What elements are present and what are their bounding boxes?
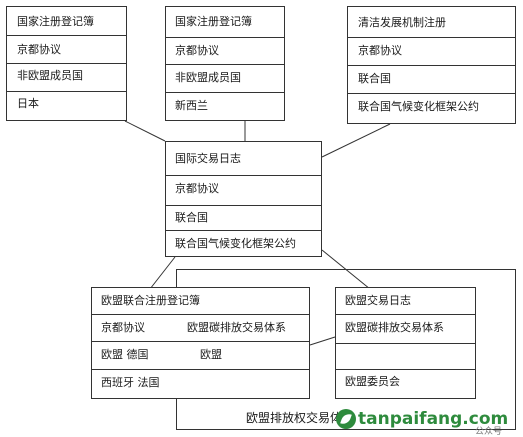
- divider: [336, 343, 475, 344]
- leaf-logo-icon: [336, 409, 356, 429]
- divider: [7, 91, 126, 92]
- connector-cdm-itl: [321, 123, 391, 158]
- national-registry-box-2: 国家注册登记簿 京都协议 非欧盟成员国 新西兰: [165, 6, 285, 121]
- divider: [336, 314, 475, 315]
- divider: [166, 92, 284, 93]
- national-registry-box-1: 国家注册登记簿 京都协议 非欧盟成员国 日本: [6, 6, 127, 121]
- divider: [92, 314, 309, 315]
- divider: [92, 341, 309, 342]
- national-registry-1-row-3: 日本: [17, 97, 39, 110]
- eu-registry-left-row-1: 京都协议: [101, 321, 145, 334]
- itl-row-2: 联合国: [175, 211, 208, 224]
- eu-registry-left-row-2: 欧盟 德国: [101, 348, 149, 361]
- cdm-registry-row-3: 联合国气候变化框架公约: [358, 100, 479, 113]
- divider: [348, 37, 515, 38]
- divider: [166, 230, 321, 231]
- cdm-registry-box: 清洁发展机制注册 京都协议 联合国 联合国气候变化框架公约: [347, 6, 516, 124]
- divider: [92, 369, 309, 370]
- divider: [166, 37, 284, 38]
- national-registry-2-row-1: 京都协议: [175, 44, 219, 57]
- eu-registry-title: 欧盟联合注册登记簿: [101, 294, 200, 307]
- eu-registry-right-row-2: 欧盟: [200, 348, 222, 361]
- eutl-row-1: 欧盟碳排放交易体系: [345, 321, 444, 334]
- itl-row-1: 京都协议: [175, 182, 219, 195]
- small-logo-text: 公众号: [475, 427, 503, 437]
- national-registry-2-row-2: 非欧盟成员国: [175, 71, 241, 84]
- eu-ets-label: 欧盟排放权交易体系: [246, 411, 355, 425]
- divider: [348, 65, 515, 66]
- national-registry-1-row-1: 京都协议: [17, 43, 61, 56]
- cdm-registry-row-1: 京都协议: [358, 44, 402, 57]
- national-registry-2-title: 国家注册登记簿: [175, 15, 252, 28]
- divider: [336, 369, 475, 370]
- itl-box: 国际交易日志 京都协议 联合国 联合国气候变化框架公约: [165, 141, 322, 257]
- eu-registry-left-row-3: 西班牙 法国: [101, 376, 160, 389]
- connector-euregistry-eutl: [309, 336, 336, 346]
- eutl-box: 欧盟交易日志 欧盟碳排放交易体系 欧盟委员会: [335, 287, 476, 399]
- itl-title: 国际交易日志: [175, 152, 241, 165]
- cdm-registry-title: 清洁发展机制注册: [358, 16, 446, 29]
- eutl-title: 欧盟交易日志: [345, 294, 411, 307]
- divider: [7, 35, 126, 36]
- divider: [166, 175, 321, 176]
- connector-registry1-itl: [124, 120, 166, 142]
- eutl-row-3: 欧盟委员会: [345, 375, 400, 388]
- divider: [7, 63, 126, 64]
- eu-registry-box: 欧盟联合注册登记簿 京都协议 欧盟碳排放交易体系 欧盟 德国 欧盟 西班牙 法国: [91, 287, 310, 399]
- cdm-registry-row-2: 联合国: [358, 72, 391, 85]
- divider: [348, 93, 515, 94]
- national-registry-2-row-3: 新西兰: [175, 99, 208, 112]
- eu-registry-right-row-1: 欧盟碳排放交易体系: [187, 321, 286, 334]
- connector-itl-euregistry: [149, 256, 176, 290]
- watermark-text: tanpaifang.com: [358, 409, 509, 429]
- divider: [166, 205, 321, 206]
- divider: [166, 64, 284, 65]
- itl-row-3: 联合国气候变化框架公约: [175, 237, 296, 250]
- national-registry-1-title: 国家注册登记簿: [17, 15, 94, 28]
- national-registry-1-row-2: 非欧盟成员国: [17, 69, 83, 82]
